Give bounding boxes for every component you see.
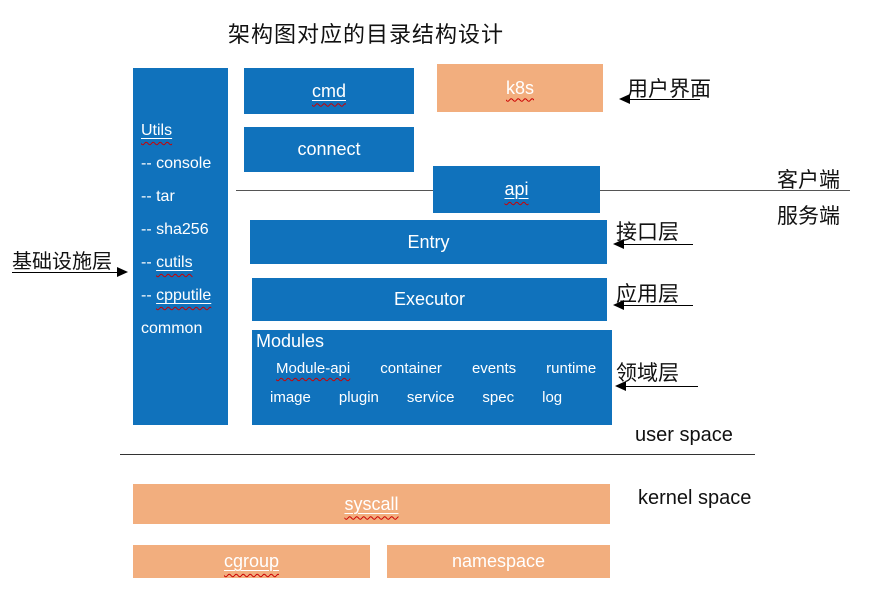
utils-box: Utils -- console -- tar -- sha256 -- cut…: [133, 68, 228, 425]
utils-item: common: [141, 320, 203, 337]
page-title: 架构图对应的目录结构设计: [228, 22, 505, 47]
modules-box: Modules Module-api container events runt…: [252, 330, 612, 425]
module-item: Module-api: [276, 360, 351, 377]
k8s-box: k8s: [437, 64, 603, 112]
namespace-box: namespace: [387, 545, 610, 578]
connect-box: connect: [244, 127, 414, 172]
utils-item: -- tar: [141, 188, 175, 205]
modules-title: Modules: [256, 331, 325, 351]
utils-item: -- cutils: [141, 254, 193, 271]
api-box: api: [433, 166, 600, 213]
interface-layer-label: 接口层: [616, 220, 679, 244]
kernel-space-label: kernel space: [638, 487, 752, 509]
interface-layer-arrow: [613, 239, 693, 250]
executor-box: Executor: [252, 278, 607, 321]
utils-title: Utils: [141, 122, 173, 139]
client-side-label: 客户端: [777, 168, 840, 192]
user-kernel-divider: [120, 454, 755, 455]
utils-item: -- sha256: [141, 221, 209, 238]
domain-layer-arrow: [615, 381, 698, 392]
module-item: runtime: [546, 360, 597, 377]
module-item: plugin: [338, 389, 379, 406]
utils-item: -- cpputile: [141, 287, 212, 304]
domain-layer-label: 领域层: [616, 361, 679, 385]
cgroup-box: cgroup: [133, 545, 370, 578]
module-item: events: [471, 360, 517, 377]
application-layer-arrow: [613, 300, 693, 311]
application-layer-label: 应用层: [616, 282, 679, 306]
module-item: container: [380, 360, 442, 377]
utils-item: -- console: [141, 155, 212, 172]
module-item: log: [542, 389, 563, 406]
user-interface-label: 用户界面: [627, 77, 711, 101]
module-item: image: [270, 389, 311, 406]
module-item: spec: [482, 389, 515, 406]
user-interface-arrow: [619, 94, 700, 105]
infrastructure-layer-arrow: [12, 267, 128, 278]
infrastructure-layer-label: 基础设施层: [12, 251, 112, 273]
module-item: service: [406, 389, 455, 406]
cmd-box: cmd: [244, 68, 414, 114]
syscall-box: syscall: [133, 484, 610, 524]
server-side-label: 服务端: [777, 204, 840, 228]
user-space-label: user space: [635, 424, 733, 446]
entry-box: Entry: [250, 220, 607, 264]
